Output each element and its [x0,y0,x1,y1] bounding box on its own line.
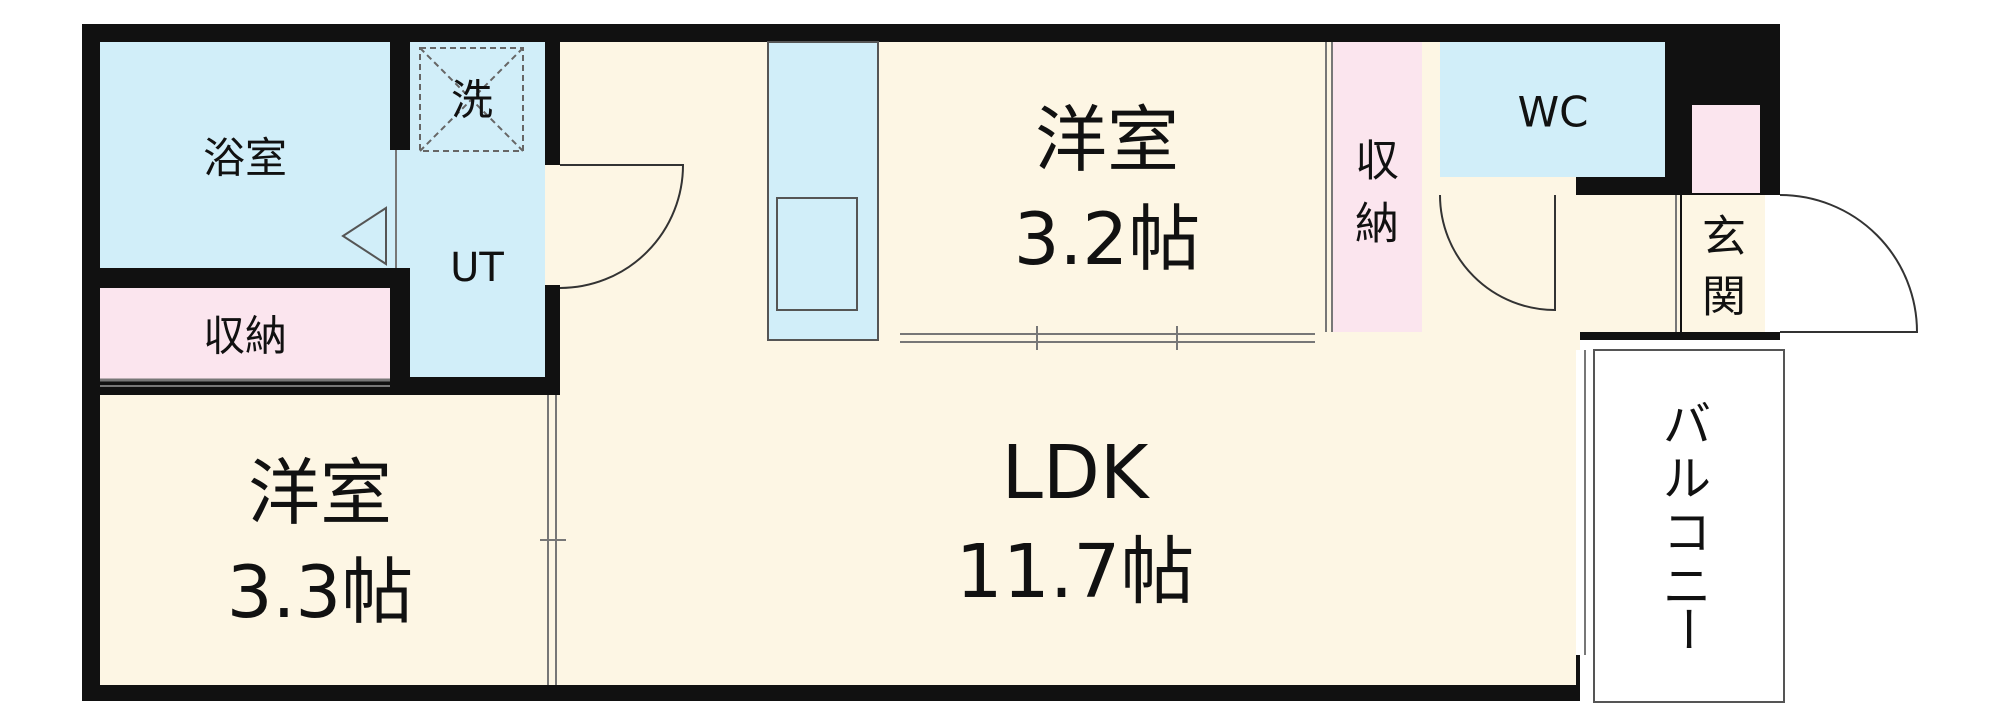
wc-room [1440,42,1665,177]
balcony-label-4: ニ [1663,559,1711,615]
washer-diag-2 [419,47,524,152]
entrance-label-1: 玄 [1702,212,1746,263]
balcony-label-3: コ [1663,505,1711,561]
western-b-name: 洋室 [1035,98,1179,182]
shoe-storage [1692,105,1760,193]
storage-left-label: 収納 [203,312,287,361]
storage-mid-label-1: 収 [1355,136,1399,187]
ldk-hall-opening [1440,332,1580,350]
storage-left-room [100,288,390,380]
ut-label: UT [450,245,504,291]
entrance-label-2: 関 [1702,272,1746,323]
bath-label: 浴室 [203,134,287,183]
wc-door-swing [1439,194,1556,312]
entrance-door-gap [1765,195,1780,332]
entrance-room [1682,195,1765,332]
balcony-label-5: ー [1659,605,1715,653]
hall-area [1440,195,1680,332]
ut-door-swing [559,164,685,289]
kitchen-counter [767,41,879,341]
storage-mid-label-2: 納 [1355,199,1399,250]
western-room-a [100,395,560,685]
wc-door-gap [1440,177,1555,195]
bath-room [100,42,390,268]
wc-label: WC [1518,88,1589,137]
ut-door-opening [545,165,560,285]
balcony-label-2: ル [1663,451,1711,507]
kitchen-sink [776,197,858,311]
washer-box [419,47,524,152]
bath-door-gap [390,150,410,268]
western-room-b [900,42,1315,332]
balcony-area [1593,349,1785,703]
wash-label: 洗 [451,76,493,125]
western-b-size: 3.2帖 [1014,197,1201,281]
ldk-name: LDK [1002,430,1151,516]
western-a-size: 3.3帖 [227,550,414,634]
balcony-label-1: バ [1663,397,1711,453]
bath-door-triangle [341,206,387,266]
ldk-size: 11.7帖 [956,529,1195,615]
storage-mid-room [1332,42,1422,332]
western-a-name: 洋室 [248,451,392,535]
entrance-door-swing [1779,194,1919,333]
